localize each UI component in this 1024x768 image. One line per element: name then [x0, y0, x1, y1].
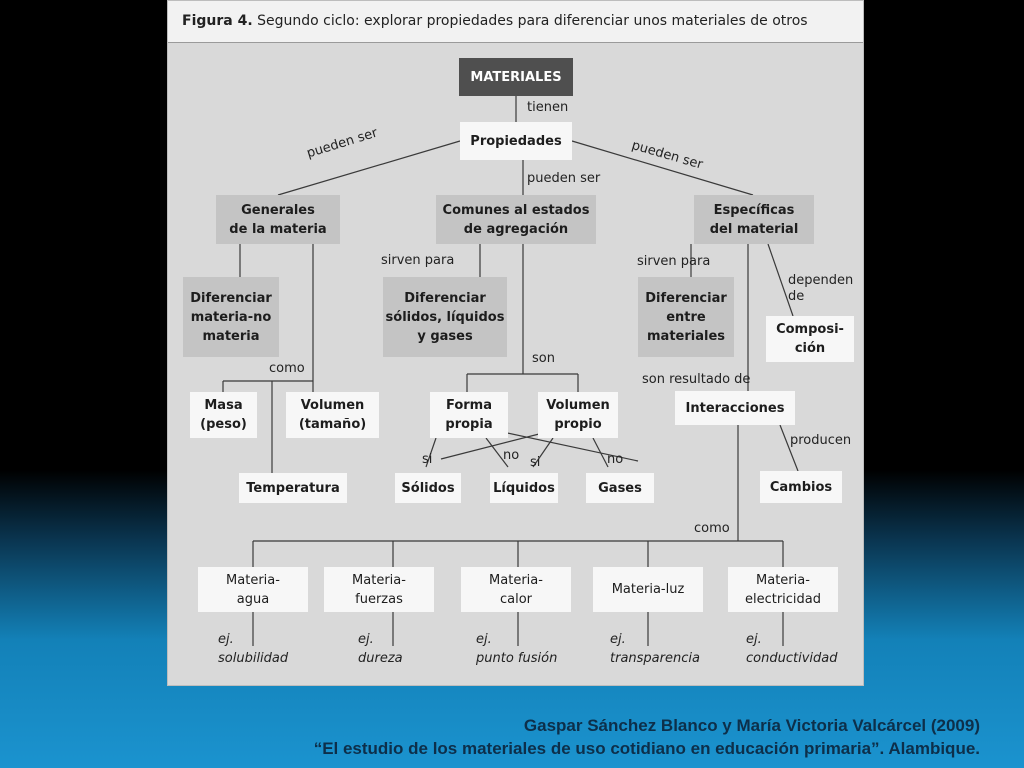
node-gases: Gases: [586, 473, 654, 503]
label-pueden-ser-center: pueden ser: [527, 171, 601, 186]
node-volumen-tamano: Volumen (tamaño): [286, 392, 379, 438]
citation-authors: Gaspar Sánchez Blanco y María Victoria V…: [523, 716, 980, 735]
example-conductividad: ej. conductividad: [746, 632, 838, 666]
node-volumen-propio: Volumen propio: [538, 392, 618, 438]
example-dureza: ej. dureza: [358, 632, 403, 666]
edge-propiedades-especificas: [571, 140, 754, 196]
label-si-2: si: [530, 455, 541, 470]
label-no-1: no: [503, 448, 520, 463]
node-propiedades: Propiedades: [460, 122, 572, 160]
node-materia-agua: Materia- agua: [198, 567, 308, 612]
edge-especificas-composicion: [767, 243, 794, 317]
node-interacciones: Interacciones: [675, 391, 795, 425]
edge-forma-liquidos: [485, 437, 509, 468]
edge-interacciones-cambios: [779, 424, 799, 472]
concept-map-figure: Figura 4. Segundo ciclo: explorar propie…: [167, 0, 864, 686]
node-cambios: Cambios: [760, 471, 842, 503]
node-generales: Generales de la materia: [216, 195, 340, 244]
node-materiales: MATERIALES: [459, 58, 573, 96]
node-composicion: Composi- ción: [766, 316, 854, 362]
edge-volumen-liquidos: [532, 437, 554, 468]
node-comunes: Comunes al estados de agregación: [436, 195, 596, 244]
example-transparencia: ej. transparencia: [610, 632, 700, 666]
node-diferenciar-entre: Diferenciar entre materiales: [638, 277, 734, 357]
label-producen: producen: [790, 433, 852, 448]
edge-propiedades-generales: [277, 140, 461, 196]
figure-header: Figura 4. Segundo ciclo: explorar propie…: [168, 1, 863, 43]
citation-title: “El estudio de los materiales de uso cot…: [313, 739, 980, 758]
edge-forma-solidos: [425, 437, 437, 468]
edge-forma-gases-cross: [497, 430, 639, 462]
node-materia-electricidad: Materia- electricidad: [728, 567, 838, 612]
example-punto-fusion: ej. punto fusión: [476, 632, 558, 666]
label-dependen-de: dependen de: [788, 273, 854, 304]
node-liquidos: Líquidos: [490, 473, 558, 503]
node-diferenciar-materia: Diferenciar materia-no materia: [183, 277, 279, 357]
label-no-2: no: [607, 452, 624, 467]
figure-title-text: Segundo ciclo: explorar propiedades para…: [257, 13, 808, 29]
label-son-resultado-de: son resultado de: [642, 372, 751, 387]
figure-number: Figura 4.: [182, 13, 253, 29]
node-forma-propia: Forma propia: [430, 392, 508, 438]
concept-map-connectors: [222, 96, 799, 646]
source-citation: Gaspar Sánchez Blanco y María Victoria V…: [314, 714, 980, 760]
label-si-1: si: [422, 452, 433, 467]
label-como-1: como: [269, 361, 305, 376]
label-tienen: tienen: [527, 100, 569, 115]
node-especificas: Específicas del material: [694, 195, 814, 244]
node-materia-calor: Materia- calor: [461, 567, 571, 612]
node-solidos: Sólidos: [395, 473, 461, 503]
node-diferenciar-solidos: Diferenciar sólidos, líquidos y gases: [383, 277, 507, 357]
example-solubilidad: ej. solubilidad: [218, 632, 289, 666]
node-materia-fuerzas: Materia- fuerzas: [324, 567, 434, 612]
label-como-2: como: [694, 521, 730, 536]
node-masa: Masa (peso): [190, 392, 257, 438]
label-sirven-para-1: sirven para: [381, 253, 455, 268]
figure-title: Figura 4. Segundo ciclo: explorar propie…: [182, 13, 808, 29]
edge-volumen-solidos-cross: [440, 432, 544, 460]
label-son: son: [532, 351, 555, 366]
node-temperatura: Temperatura: [239, 473, 347, 503]
node-materia-luz: Materia-luz: [593, 567, 703, 612]
label-sirven-para-2: sirven para: [637, 254, 711, 269]
